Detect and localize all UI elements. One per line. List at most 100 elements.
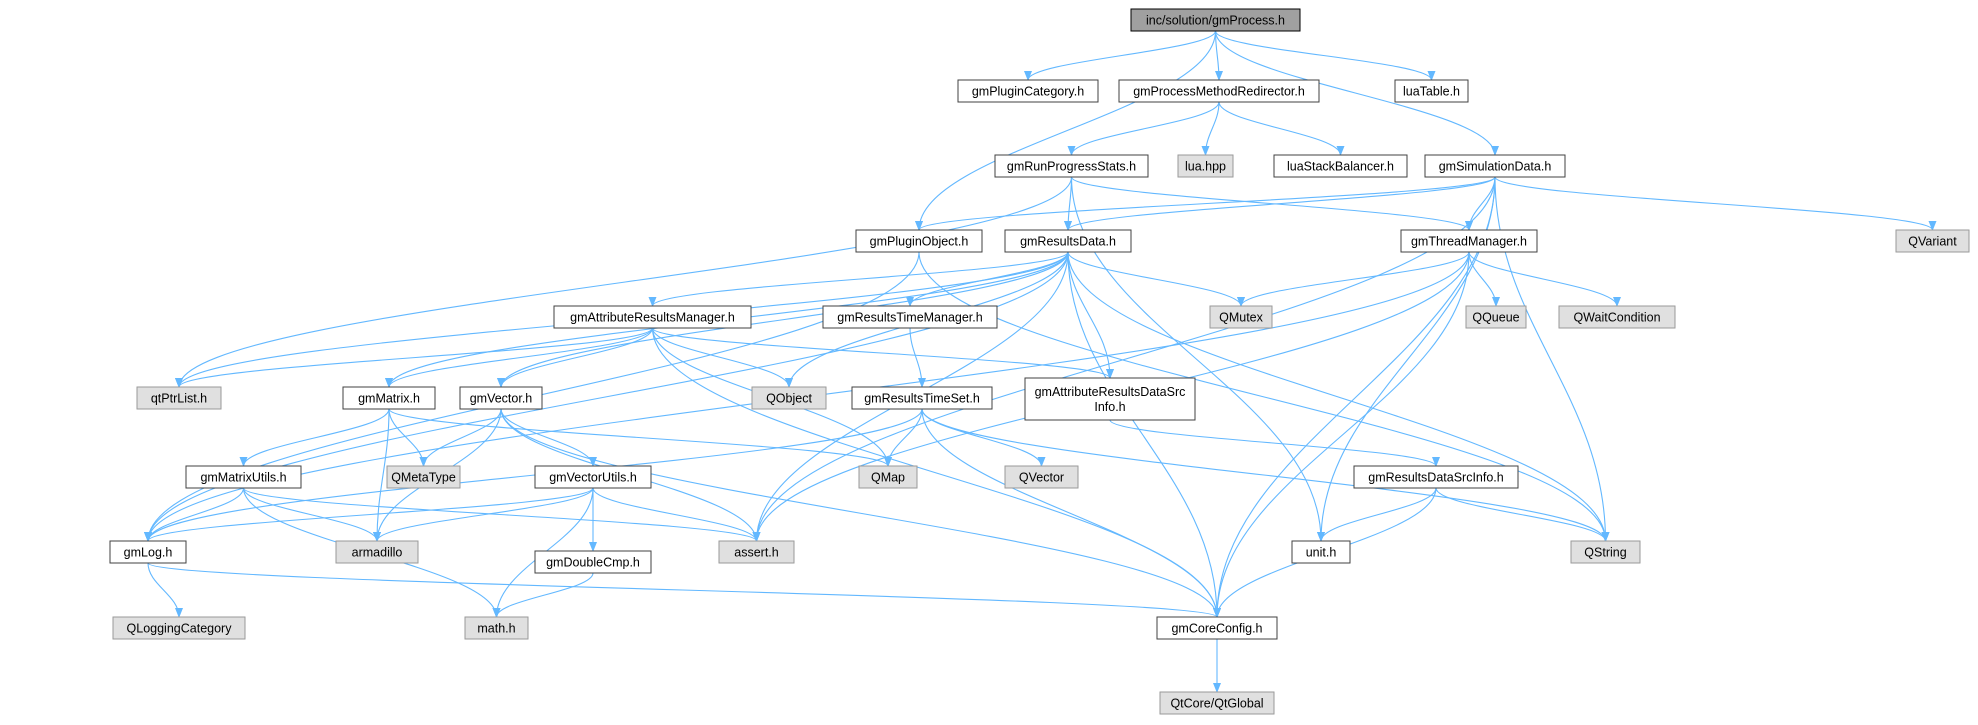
node-threadMgr[interactable]: gmThreadManager.h bbox=[1400, 229, 1538, 253]
node-qmetatype[interactable]: QMetaType bbox=[386, 465, 461, 489]
node-box bbox=[1118, 79, 1320, 103]
node-box bbox=[851, 386, 993, 410]
node-pluginObject[interactable]: gmPluginObject.h bbox=[855, 229, 983, 253]
node-label: gmDoubleCmp.h bbox=[546, 556, 640, 570]
node-assert[interactable]: assert.h bbox=[718, 540, 795, 564]
node-luaStack[interactable]: luaStackBalancer.h bbox=[1273, 154, 1408, 178]
node-label: inc/solution/gmProcess.h bbox=[1146, 14, 1285, 28]
node-qtglobal[interactable]: QtCore/QtGlobal bbox=[1159, 691, 1275, 715]
edge-line bbox=[915, 176, 1496, 231]
edge-doubleCmp-to-mathH bbox=[492, 572, 594, 618]
edge-timeSet-to-qmap bbox=[884, 408, 923, 467]
node-armadillo[interactable]: armadillo bbox=[335, 540, 419, 564]
node-box bbox=[1209, 305, 1273, 329]
node-label: gmLog.h bbox=[124, 546, 173, 560]
node-gmLog[interactable]: gmLog.h bbox=[109, 540, 187, 564]
node-attrMgr[interactable]: gmAttributeResultsManager.h bbox=[553, 305, 752, 329]
edge-line bbox=[1070, 176, 1473, 231]
edge-runProgress-to-qtPtrList bbox=[175, 176, 1073, 388]
node-label: assert.h bbox=[734, 546, 779, 560]
node-qobject[interactable]: QObject bbox=[751, 386, 827, 410]
node-timeMgr[interactable]: gmResultsTimeManager.h bbox=[822, 305, 998, 329]
edge-line bbox=[1468, 251, 1621, 307]
edge-line bbox=[1237, 251, 1470, 307]
node-qvector[interactable]: QVector bbox=[1004, 465, 1079, 489]
node-label: gmAttributeResultsManager.h bbox=[570, 311, 735, 325]
node-box bbox=[534, 550, 652, 574]
node-box bbox=[1177, 154, 1234, 178]
node-pmr[interactable]: gmProcessMethodRedirector.h bbox=[1118, 79, 1320, 103]
node-qqueue[interactable]: QQueue bbox=[1465, 305, 1527, 329]
node-label: armadillo bbox=[352, 546, 403, 560]
node-unit[interactable]: unit.h bbox=[1291, 540, 1351, 564]
node-label: QVariant bbox=[1908, 235, 1957, 249]
node-box bbox=[822, 305, 998, 329]
edge-vector-to-coreConfig bbox=[500, 408, 1221, 618]
node-label: lua.hpp bbox=[1185, 160, 1226, 174]
edge-line bbox=[175, 327, 654, 388]
edge-line bbox=[242, 487, 381, 542]
node-label: QMutex bbox=[1219, 311, 1264, 325]
node-qmap[interactable]: QMap bbox=[858, 465, 918, 489]
node-label: gmPluginObject.h bbox=[870, 235, 969, 249]
edge-line bbox=[648, 251, 1069, 307]
node-luaTable[interactable]: luaTable.h bbox=[1394, 79, 1469, 103]
node-qlogging[interactable]: QLoggingCategory bbox=[112, 616, 246, 640]
node-box bbox=[1273, 154, 1408, 178]
node-box bbox=[386, 465, 461, 489]
node-qvariant[interactable]: QVariant bbox=[1895, 229, 1970, 253]
node-label: QWaitCondition bbox=[1573, 311, 1660, 325]
edge-pluginObject-to-qstring bbox=[918, 251, 1610, 542]
edge-resultsData-to-attrMgr bbox=[648, 251, 1069, 307]
node-vectorUtils[interactable]: gmVectorUtils.h bbox=[534, 465, 652, 489]
node-qstring[interactable]: QString bbox=[1570, 540, 1641, 564]
node-qmutex[interactable]: QMutex bbox=[1209, 305, 1273, 329]
node-luaHpp[interactable]: lua.hpp bbox=[1177, 154, 1234, 178]
node-box bbox=[1291, 540, 1351, 564]
node-box bbox=[1400, 229, 1538, 253]
edge-resultsSrc-to-qstring bbox=[1435, 487, 1610, 542]
edge-pmr-to-luaHpp bbox=[1201, 101, 1220, 156]
edge-line bbox=[651, 327, 793, 388]
node-matrixUtils[interactable]: gmMatrixUtils.h bbox=[185, 465, 302, 489]
node-coreConfig[interactable]: gmCoreConfig.h bbox=[1156, 616, 1278, 640]
node-label: QString bbox=[1584, 546, 1626, 560]
node-label: gmVector.h bbox=[470, 392, 533, 406]
node-matrix[interactable]: gmMatrix.h bbox=[342, 386, 436, 410]
node-doubleCmp[interactable]: gmDoubleCmp.h bbox=[534, 550, 652, 574]
edge-line bbox=[1064, 176, 1496, 231]
edge-line bbox=[592, 487, 761, 542]
node-box bbox=[553, 305, 752, 329]
edge-threadMgr-to-coreConfig bbox=[1213, 251, 1470, 618]
edge-vector-to-qmetatype bbox=[419, 408, 502, 467]
edge-line bbox=[239, 408, 390, 467]
edge-resultsData-to-coreConfig bbox=[1067, 251, 1221, 618]
edge-line bbox=[1214, 30, 1436, 81]
edge-resultsData-to-qstring bbox=[1067, 251, 1610, 542]
edge-threadMgr-to-qwait bbox=[1468, 251, 1621, 307]
edge-line bbox=[175, 176, 1073, 388]
node-resultsSrc[interactable]: gmResultsDataSrcInfo.h bbox=[1353, 465, 1519, 489]
edge-resultsData-to-gmLog bbox=[144, 251, 1069, 542]
node-pluginCategory[interactable]: gmPluginCategory.h bbox=[957, 79, 1099, 103]
node-root[interactable]: inc/solution/gmProcess.h bbox=[1130, 8, 1301, 32]
edge-line bbox=[1109, 419, 1440, 467]
node-simData[interactable]: gmSimulationData.h bbox=[1424, 154, 1566, 178]
node-label: QtCore/QtGlobal bbox=[1170, 697, 1263, 711]
node-qwait[interactable]: QWaitCondition bbox=[1558, 305, 1676, 329]
node-timeSet[interactable]: gmResultsTimeSet.h bbox=[851, 386, 993, 410]
node-runProgress[interactable]: gmRunProgressStats.h bbox=[994, 154, 1149, 178]
edge-line bbox=[1435, 487, 1610, 542]
edge-gmLog-to-coreConfig bbox=[147, 562, 1221, 618]
node-qtPtrList[interactable]: qtPtrList.h bbox=[136, 386, 222, 410]
node-label: QMetaType bbox=[391, 471, 456, 485]
node-resultsData[interactable]: gmResultsData.h bbox=[1004, 229, 1132, 253]
node-mathH[interactable]: math.h bbox=[464, 616, 529, 640]
edge-line bbox=[144, 251, 1069, 542]
node-vector[interactable]: gmVector.h bbox=[459, 386, 543, 410]
edge-threadMgr-to-qmutex bbox=[1237, 251, 1470, 307]
edge-line bbox=[500, 408, 1221, 618]
edge-line bbox=[385, 327, 654, 388]
node-label: qtPtrList.h bbox=[151, 392, 207, 406]
